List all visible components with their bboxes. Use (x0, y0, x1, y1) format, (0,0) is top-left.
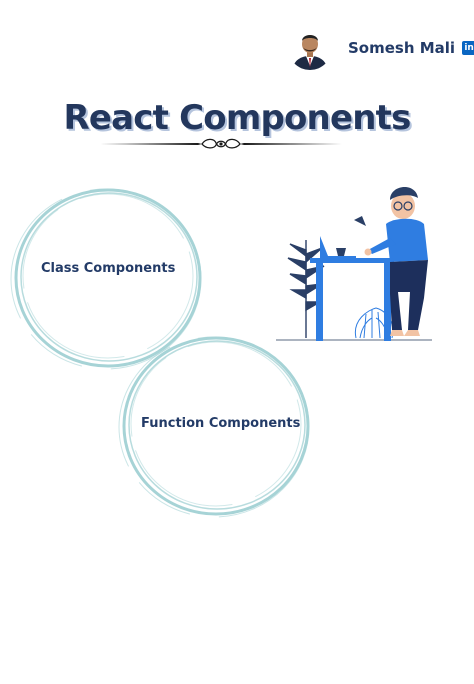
author-header: Somesh Mali in (288, 26, 474, 70)
function-components-label: Function Components (141, 416, 301, 431)
developer-desk-illustration (276, 186, 432, 341)
page-title: React Components (63, 98, 411, 138)
author-avatar (288, 26, 332, 70)
class-components-label: Class Components (41, 261, 176, 276)
class-components-ring (10, 188, 202, 370)
author-name: Somesh Mali (348, 39, 456, 57)
function-components-ring (118, 336, 310, 518)
title-divider-ornament (100, 138, 342, 149)
linkedin-icon[interactable]: in (462, 41, 474, 55)
